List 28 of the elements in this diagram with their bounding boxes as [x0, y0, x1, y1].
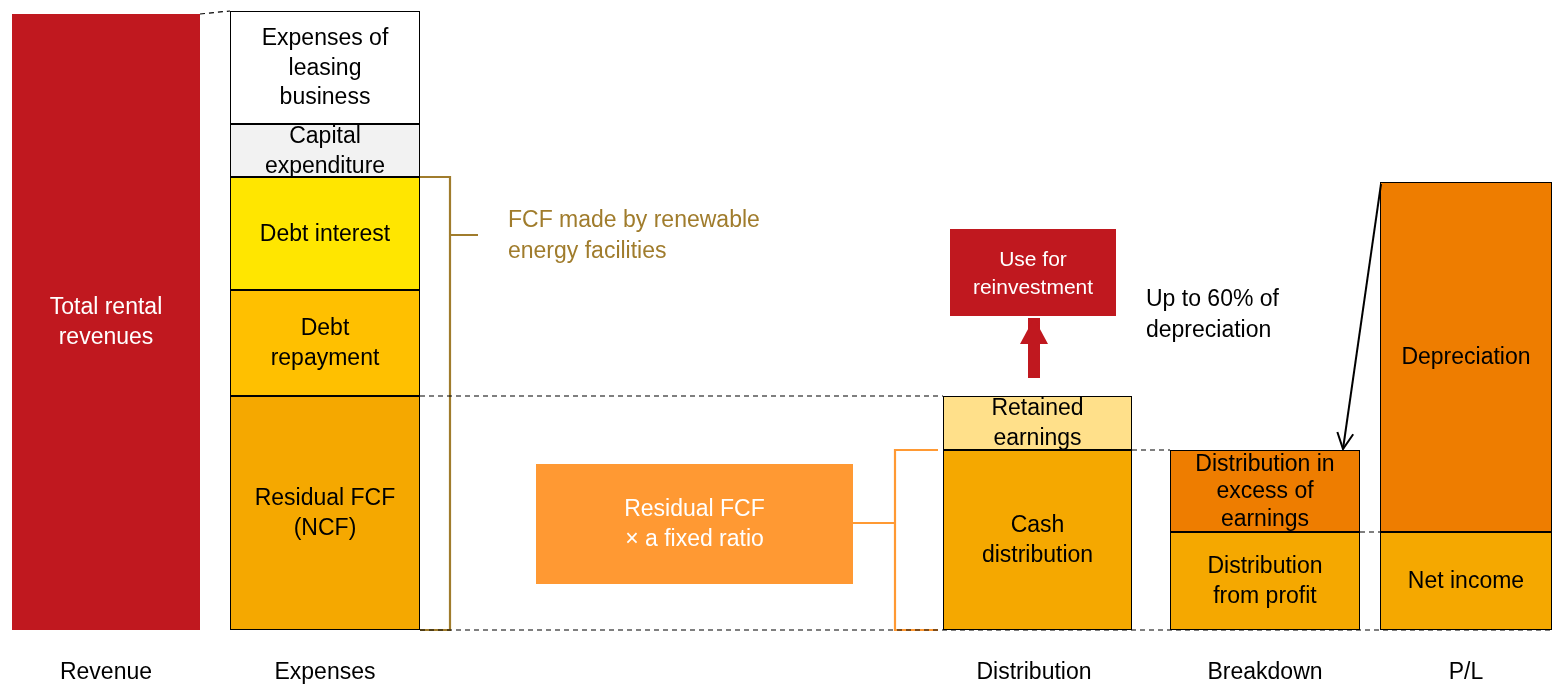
expense-block: Expenses of leasing business [230, 11, 420, 124]
arrow [1336, 183, 1382, 450]
connector-line [1131, 449, 1171, 451]
column-label: P/L [1448, 657, 1484, 686]
breakdown-block: Distribution in excess of earnings [1170, 450, 1360, 532]
breakdown-block: Distribution from profit [1170, 532, 1360, 630]
expense-block: Capital expenditure [230, 124, 420, 177]
edge-label: Up to 60% of depreciation [1146, 284, 1280, 345]
arrow [1020, 318, 1048, 378]
formula-box: Residual FCF × a fixed ratio [536, 464, 853, 584]
pl-block: Net income [1380, 532, 1552, 630]
revenue-bar: Total rental revenues [12, 14, 200, 630]
distribution-block: Cash distribution [943, 450, 1132, 630]
note-text: FCF made by renewable energy facilities [508, 205, 761, 266]
expense-block: Residual FCF (NCF) [230, 396, 420, 630]
distribution-block: Retained earnings [943, 396, 1132, 450]
connector-line [1359, 531, 1381, 533]
expense-block: Debt repayment [230, 290, 420, 396]
column-label: Distribution [976, 657, 1092, 686]
expense-block: Debt interest [230, 177, 420, 290]
pl-block: Depreciation [1380, 182, 1552, 532]
column-label: Expenses [274, 657, 376, 686]
connector-line [419, 395, 944, 397]
column-label: Revenue [59, 657, 153, 686]
column-label: Breakdown [1207, 657, 1323, 686]
reinvestment-box: Use for reinvestment [950, 229, 1116, 316]
connector-line [199, 10, 231, 15]
connector-line [419, 629, 1552, 631]
